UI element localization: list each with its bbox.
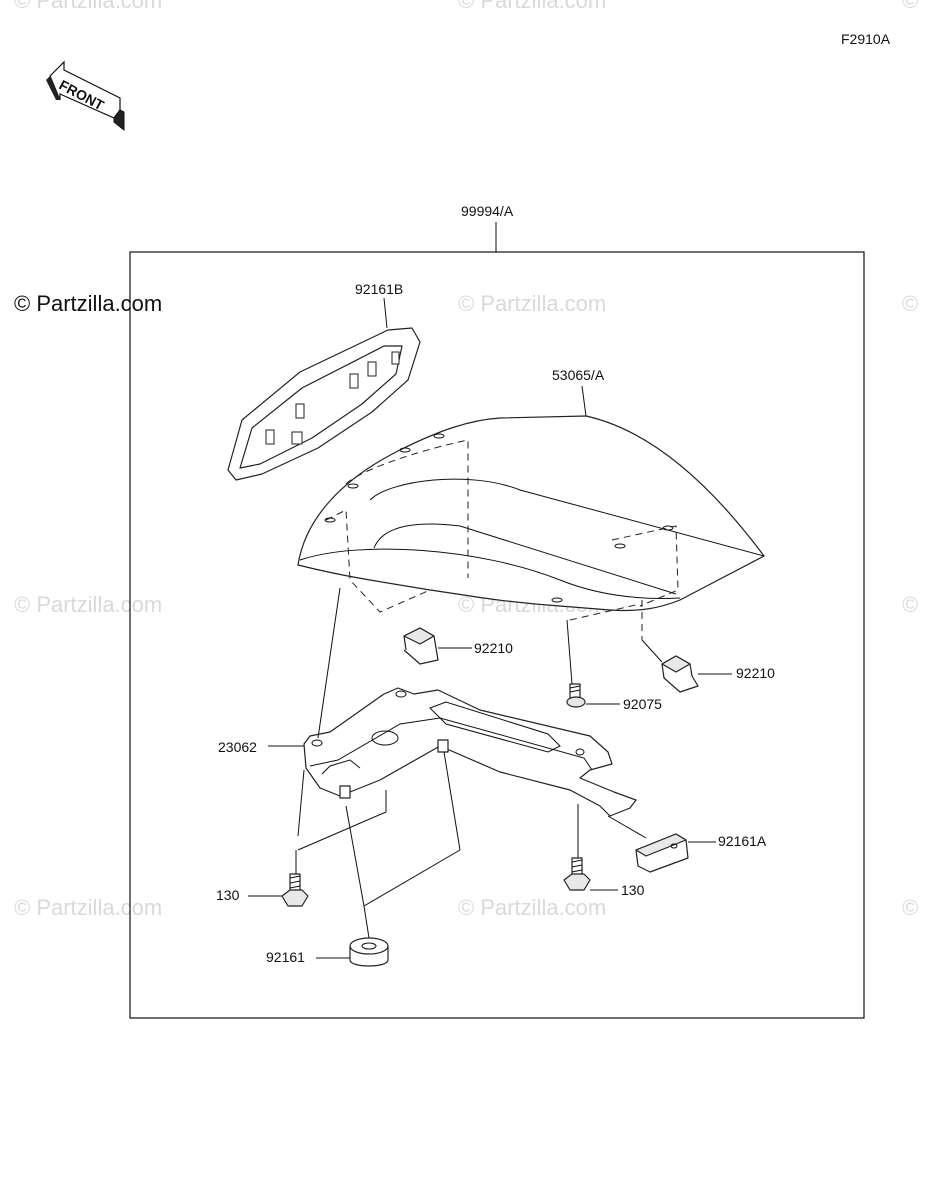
bolt-part bbox=[563, 857, 591, 891]
watermark-text: © bbox=[902, 0, 918, 13]
watermark-text: © Partzilla.com bbox=[14, 0, 162, 13]
figure-code: F2910A bbox=[841, 31, 891, 47]
part-label-92161A: 92161A bbox=[718, 833, 767, 849]
clip-part bbox=[403, 627, 439, 665]
damper-part bbox=[349, 937, 389, 967]
front-arrow-icon: FRONT bbox=[46, 60, 125, 132]
part-label-92161: 92161 bbox=[266, 949, 305, 965]
part-label-92075: 92075 bbox=[623, 696, 662, 712]
seat-cover-part bbox=[297, 415, 765, 621]
kit-frame bbox=[129, 251, 865, 1019]
part-label-130: 130 bbox=[621, 882, 645, 898]
watermark-text: © Partzilla.com bbox=[14, 895, 162, 920]
watermark-primary: © Partzilla.com bbox=[14, 291, 162, 316]
part-label-92161B: 92161B bbox=[355, 281, 403, 297]
leader-line bbox=[383, 297, 388, 329]
bracket-part bbox=[303, 687, 637, 817]
leader-line bbox=[443, 751, 461, 851]
leader-line bbox=[317, 587, 341, 739]
part-label-130: 130 bbox=[216, 887, 240, 903]
leader-line bbox=[345, 805, 365, 907]
part-label-53065A: 53065/A bbox=[552, 367, 605, 383]
leader-line bbox=[297, 769, 305, 837]
watermark-text: © Partzilla.com bbox=[458, 0, 606, 13]
part-label-92210: 92210 bbox=[474, 640, 513, 656]
clip-part bbox=[661, 655, 699, 693]
leader-line bbox=[566, 619, 573, 685]
damper-part bbox=[635, 833, 689, 873]
leader-line bbox=[363, 905, 370, 939]
leader-line bbox=[581, 385, 587, 417]
watermark-text: © Partzilla.com bbox=[14, 592, 162, 617]
watermark-text: © Partzilla.com bbox=[458, 291, 606, 316]
watermark-text: © bbox=[902, 291, 918, 316]
watermark-text: © bbox=[902, 592, 918, 617]
screw-part bbox=[566, 683, 586, 708]
leader-line bbox=[363, 849, 461, 907]
leader-line bbox=[641, 639, 663, 663]
leader-line bbox=[297, 811, 387, 851]
rear-cover-part bbox=[227, 327, 421, 481]
watermark-text: © Partzilla.com bbox=[458, 895, 606, 920]
watermark-text: © bbox=[902, 895, 918, 920]
bolt-part bbox=[281, 873, 309, 907]
part-label-92210: 92210 bbox=[736, 665, 775, 681]
leader-line bbox=[607, 815, 647, 839]
part-label-99994A: 99994/A bbox=[461, 203, 514, 219]
part-label-23062: 23062 bbox=[218, 739, 257, 755]
